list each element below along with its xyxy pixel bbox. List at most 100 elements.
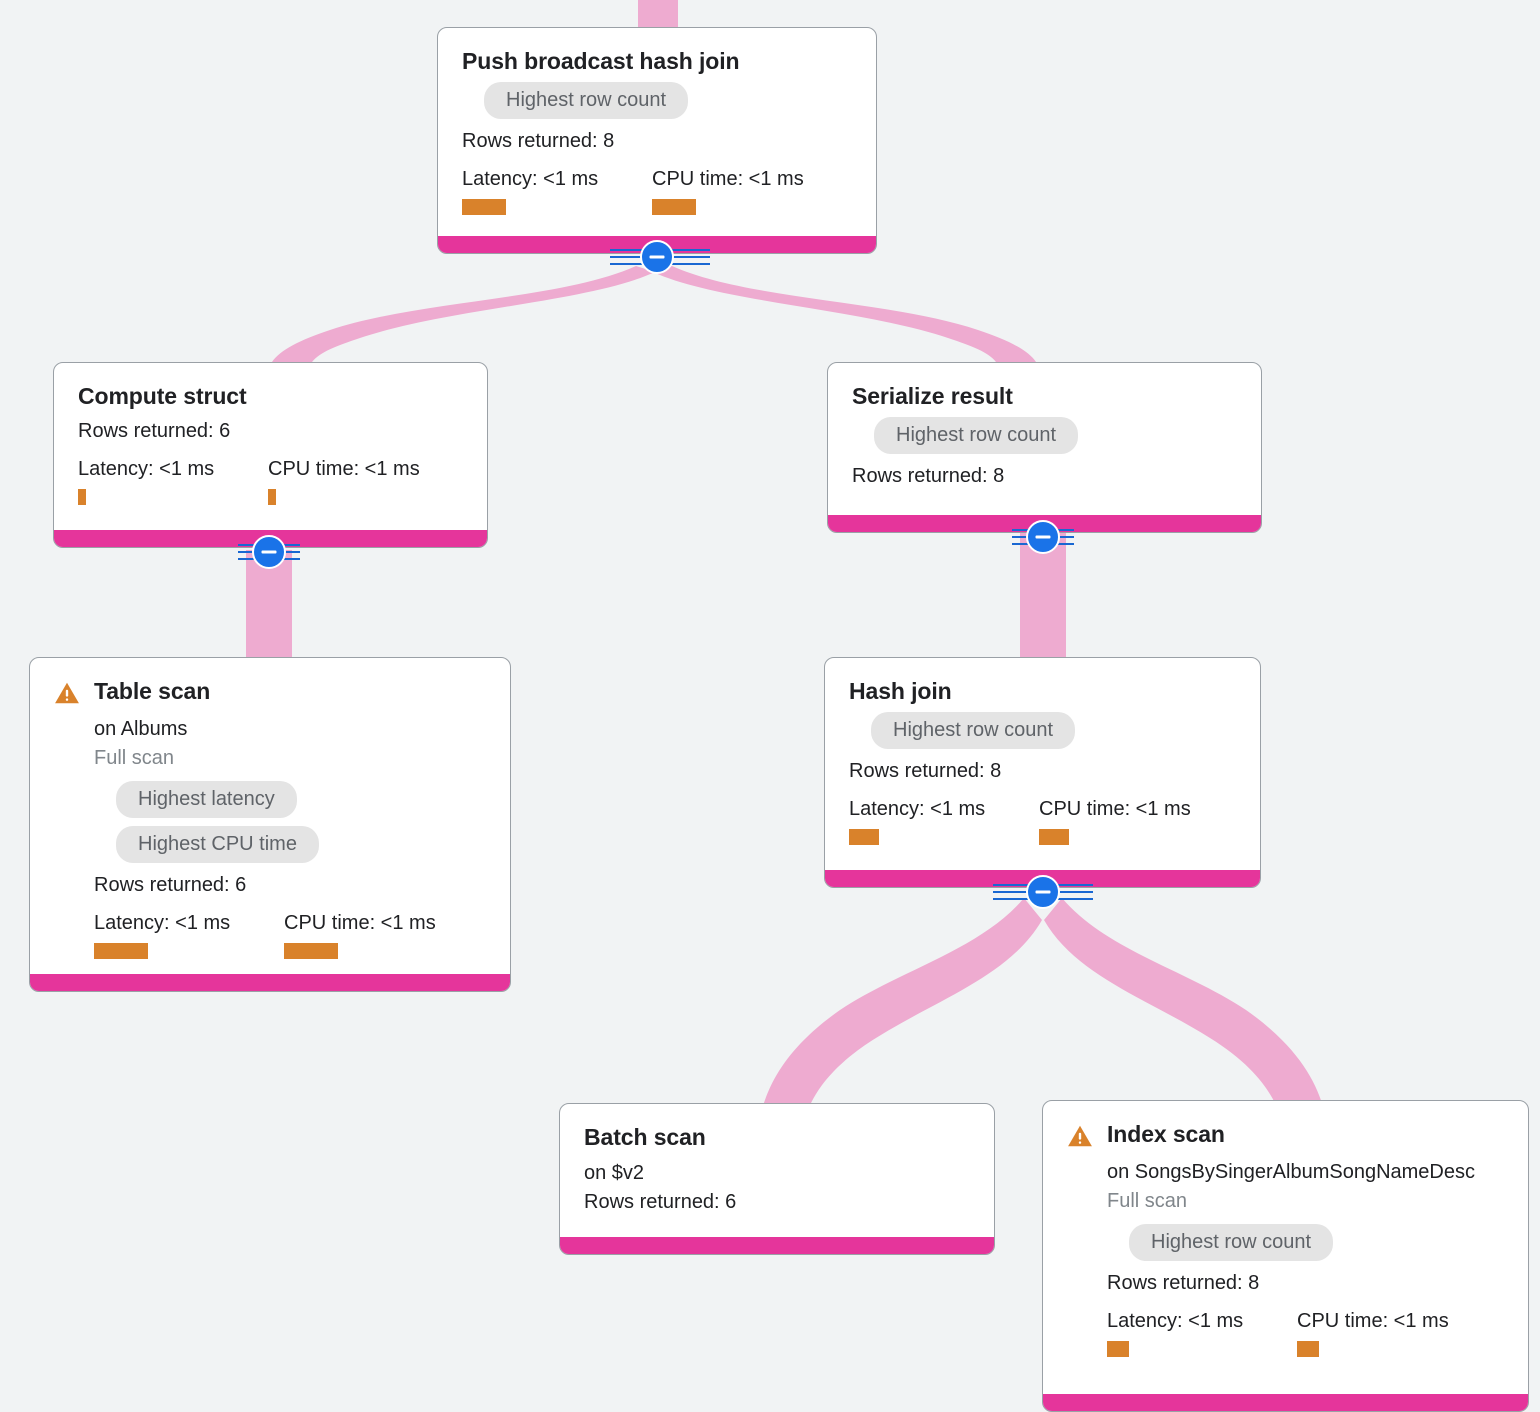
node-footer-bar — [30, 974, 510, 991]
rows-returned: Rows returned: 6 — [584, 1191, 737, 1214]
minus-circle-icon — [640, 240, 674, 274]
latency-label: Latency: <1 ms — [94, 912, 231, 934]
node-header: Table scan — [54, 678, 486, 706]
node-body: Compute struct Rows returned: 6 Latency:… — [54, 363, 487, 527]
node-title: Compute struct — [78, 383, 247, 409]
node-scan-type: Full scan — [94, 747, 175, 769]
node-subtitle: on $v2 — [584, 1162, 645, 1185]
cpu-label: CPU time: <1 ms — [652, 168, 804, 191]
node-scan-type: Full scan — [1107, 1190, 1188, 1212]
cpu-label: CPU time: <1 ms — [1297, 1310, 1449, 1332]
cpu-metric: CPU time: <1 ms — [284, 911, 436, 959]
cpu-metric: CPU time: <1 ms — [1039, 797, 1191, 846]
latency-bar — [94, 943, 148, 959]
collapse-button-hash-join[interactable] — [1026, 875, 1060, 909]
node-header: Index scan — [1067, 1121, 1504, 1149]
rows-returned: Rows returned: 6 — [94, 874, 247, 896]
metrics-row: Latency: <1 ms CPU time: <1 ms — [94, 911, 486, 959]
chip-list-2: Highest CPU time — [116, 818, 486, 863]
collapse-button-push-broadcast-hash-join[interactable] — [640, 240, 674, 274]
latency-label: Latency: <1 ms — [462, 168, 599, 191]
node-header: Serialize result — [852, 383, 1237, 409]
node-subtitle: on SongsBySingerAlbumSongNameDesc — [1107, 1161, 1475, 1183]
chip-list: Highest row count — [874, 409, 1237, 455]
cpu-bar — [1039, 829, 1069, 846]
latency-metric: Latency: <1 ms — [78, 457, 268, 506]
metrics-row: Latency: <1 ms CPU time: <1 ms — [462, 167, 852, 216]
node-body: Batch scan on $v2 Rows returned: 6 — [560, 1104, 994, 1236]
node-body: Index scan on SongsBySingerAlbumSongName… — [1043, 1101, 1528, 1379]
latency-label: Latency: <1 ms — [849, 798, 986, 821]
rows-returned: Rows returned: 6 — [78, 420, 231, 443]
node-body: Serialize result Highest row count Rows … — [828, 363, 1261, 510]
badge-highest-row-count: Highest row count — [1129, 1224, 1334, 1261]
collapse-button-compute-struct[interactable] — [252, 535, 286, 569]
minus-circle-icon — [252, 535, 286, 569]
latency-label: Latency: <1 ms — [1107, 1310, 1244, 1332]
badge-highest-latency: Highest latency — [116, 781, 297, 818]
latency-bar — [78, 489, 86, 506]
node-subtitle: on Albums — [94, 718, 188, 740]
node-title: Index scan — [1107, 1121, 1225, 1147]
latency-bar — [1107, 1341, 1129, 1357]
node-footer-bar — [560, 1237, 994, 1254]
minus-circle-icon — [1026, 875, 1060, 909]
rows-returned: Rows returned: 8 — [849, 760, 1002, 783]
plan-node-serialize-result[interactable]: Serialize result Highest row count Rows … — [827, 362, 1262, 533]
plan-node-push-broadcast-hash-join[interactable]: Push broadcast hash join Highest row cou… — [437, 27, 877, 254]
cpu-metric: CPU time: <1 ms — [652, 167, 804, 216]
badge-highest-cpu-time: Highest CPU time — [116, 826, 319, 863]
collapse-button-serialize-result[interactable] — [1026, 520, 1060, 554]
cpu-bar — [1297, 1341, 1319, 1357]
edge-hash-join-to-batch-scan — [762, 898, 1042, 1110]
node-details: on Albums Full scan Highest latency High… — [54, 715, 486, 959]
edge-hash-join-to-index-scan — [1044, 898, 1324, 1110]
cpu-bar — [268, 489, 276, 506]
warning-icon — [1068, 1125, 1092, 1147]
node-title: Batch scan — [584, 1124, 706, 1150]
node-title: Hash join — [849, 678, 952, 704]
node-header: Hash join — [849, 678, 1236, 704]
node-title: Push broadcast hash join — [462, 48, 740, 74]
badge-highest-row-count: Highest row count — [871, 712, 1076, 750]
latency-bar — [462, 199, 506, 216]
node-body: Hash join Highest row count Rows returne… — [825, 658, 1260, 867]
chip-list: Highest row count — [871, 704, 1236, 750]
cpu-metric: CPU time: <1 ms — [268, 457, 420, 506]
latency-bar — [849, 829, 879, 846]
node-body: Table scan on Albums Full scan Highest l… — [30, 658, 510, 981]
plan-node-index-scan[interactable]: Index scan on SongsBySingerAlbumSongName… — [1042, 1100, 1529, 1412]
rows-returned: Rows returned: 8 — [852, 465, 1005, 488]
badge-highest-row-count: Highest row count — [874, 417, 1079, 455]
plan-node-compute-struct[interactable]: Compute struct Rows returned: 6 Latency:… — [53, 362, 488, 548]
warning-icon — [55, 682, 79, 704]
node-header: Batch scan — [584, 1124, 970, 1150]
latency-label: Latency: <1 ms — [78, 458, 215, 481]
chip-list: Highest row count — [1129, 1216, 1504, 1261]
minus-circle-icon — [1026, 520, 1060, 554]
edge-root-to-serialize-result — [653, 266, 1036, 362]
latency-metric: Latency: <1 ms — [94, 911, 284, 959]
edge-incoming-to-root — [638, 0, 678, 30]
metrics-row: Latency: <1 ms CPU time: <1 ms — [1107, 1309, 1504, 1357]
chip-list: Highest row count — [484, 74, 852, 120]
node-footer-bar — [1043, 1394, 1528, 1411]
metrics-row: Latency: <1 ms CPU time: <1 ms — [849, 797, 1236, 846]
rows-returned: Rows returned: 8 — [1107, 1272, 1260, 1294]
latency-metric: Latency: <1 ms — [462, 167, 652, 216]
plan-node-table-scan[interactable]: Table scan on Albums Full scan Highest l… — [29, 657, 511, 992]
edge-root-to-compute-struct — [272, 266, 655, 362]
cpu-label: CPU time: <1 ms — [284, 912, 436, 934]
node-header: Push broadcast hash join — [462, 48, 852, 74]
badge-highest-row-count: Highest row count — [484, 82, 689, 120]
chip-list: Highest latency — [116, 773, 486, 818]
cpu-label: CPU time: <1 ms — [1039, 798, 1191, 821]
cpu-label: CPU time: <1 ms — [268, 458, 420, 481]
node-body: Push broadcast hash join Highest row cou… — [438, 28, 876, 237]
node-details: on SongsBySingerAlbumSongNameDesc Full s… — [1067, 1158, 1504, 1357]
plan-node-batch-scan[interactable]: Batch scan on $v2 Rows returned: 6 — [559, 1103, 995, 1255]
plan-node-hash-join[interactable]: Hash join Highest row count Rows returne… — [824, 657, 1261, 888]
cpu-metric: CPU time: <1 ms — [1297, 1309, 1449, 1357]
node-title: Table scan — [94, 678, 211, 704]
